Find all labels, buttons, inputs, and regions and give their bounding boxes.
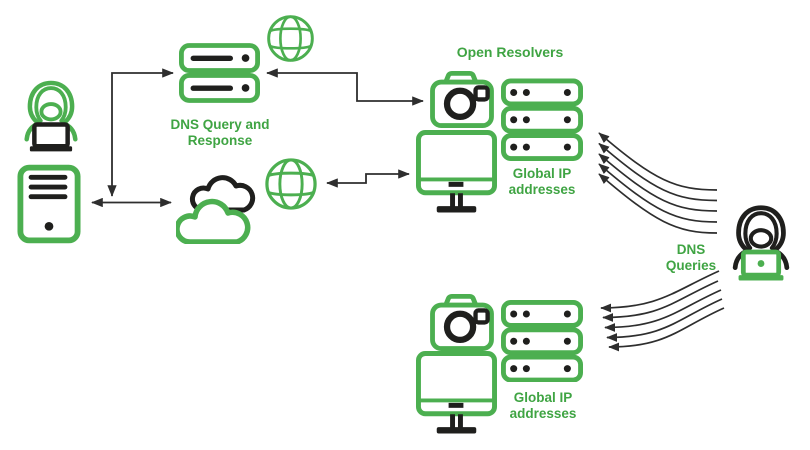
open-resolvers-label: Open Resolvers <box>435 44 585 60</box>
arrow-globe-to-monitor <box>326 169 410 188</box>
globe-icon <box>266 14 315 63</box>
hacker-icon <box>727 203 795 286</box>
dns-query-response-line-2: Response <box>187 133 253 148</box>
monitor-icon <box>416 351 497 438</box>
monitor-icon <box>416 130 497 217</box>
server-stack-icon <box>179 43 260 103</box>
dns-queries-line-2: Queries <box>665 258 717 273</box>
global-ip-addresses-label-top: Global IP addresses <box>490 166 594 198</box>
dns-query-response-label: DNS Query and Response <box>145 117 295 149</box>
global-ip-top-line-2: addresses <box>508 182 576 197</box>
dns-query-response-line-1: DNS Query and <box>170 117 270 132</box>
globe-icon <box>264 156 318 212</box>
global-ip-top-line-1: Global IP <box>512 166 572 181</box>
global-ip-bottom-line-1: Global IP <box>513 390 573 405</box>
computer-tower-icon <box>17 164 81 244</box>
dns-queries-line-1: DNS <box>676 242 706 257</box>
open-resolvers-text: Open Resolvers <box>456 44 564 60</box>
arrow-attacker-to-dns-server <box>107 68 174 197</box>
dns-queries-label: DNS Queries <box>645 242 737 274</box>
dns-query-arrows-bottom <box>600 270 725 352</box>
dns-query-arrows-top <box>598 132 718 234</box>
global-ip-addresses-label-bottom: Global IP addresses <box>491 390 595 422</box>
server-rack-icon <box>501 300 583 382</box>
hacker-icon <box>19 77 83 158</box>
global-ip-bottom-line-2: addresses <box>509 406 577 421</box>
arrow-dns-server-to-open-resolver <box>266 68 424 106</box>
camera-icon <box>430 293 494 351</box>
camera-icon <box>430 70 494 128</box>
cloud-icon <box>176 166 262 244</box>
server-rack-icon <box>501 78 583 161</box>
